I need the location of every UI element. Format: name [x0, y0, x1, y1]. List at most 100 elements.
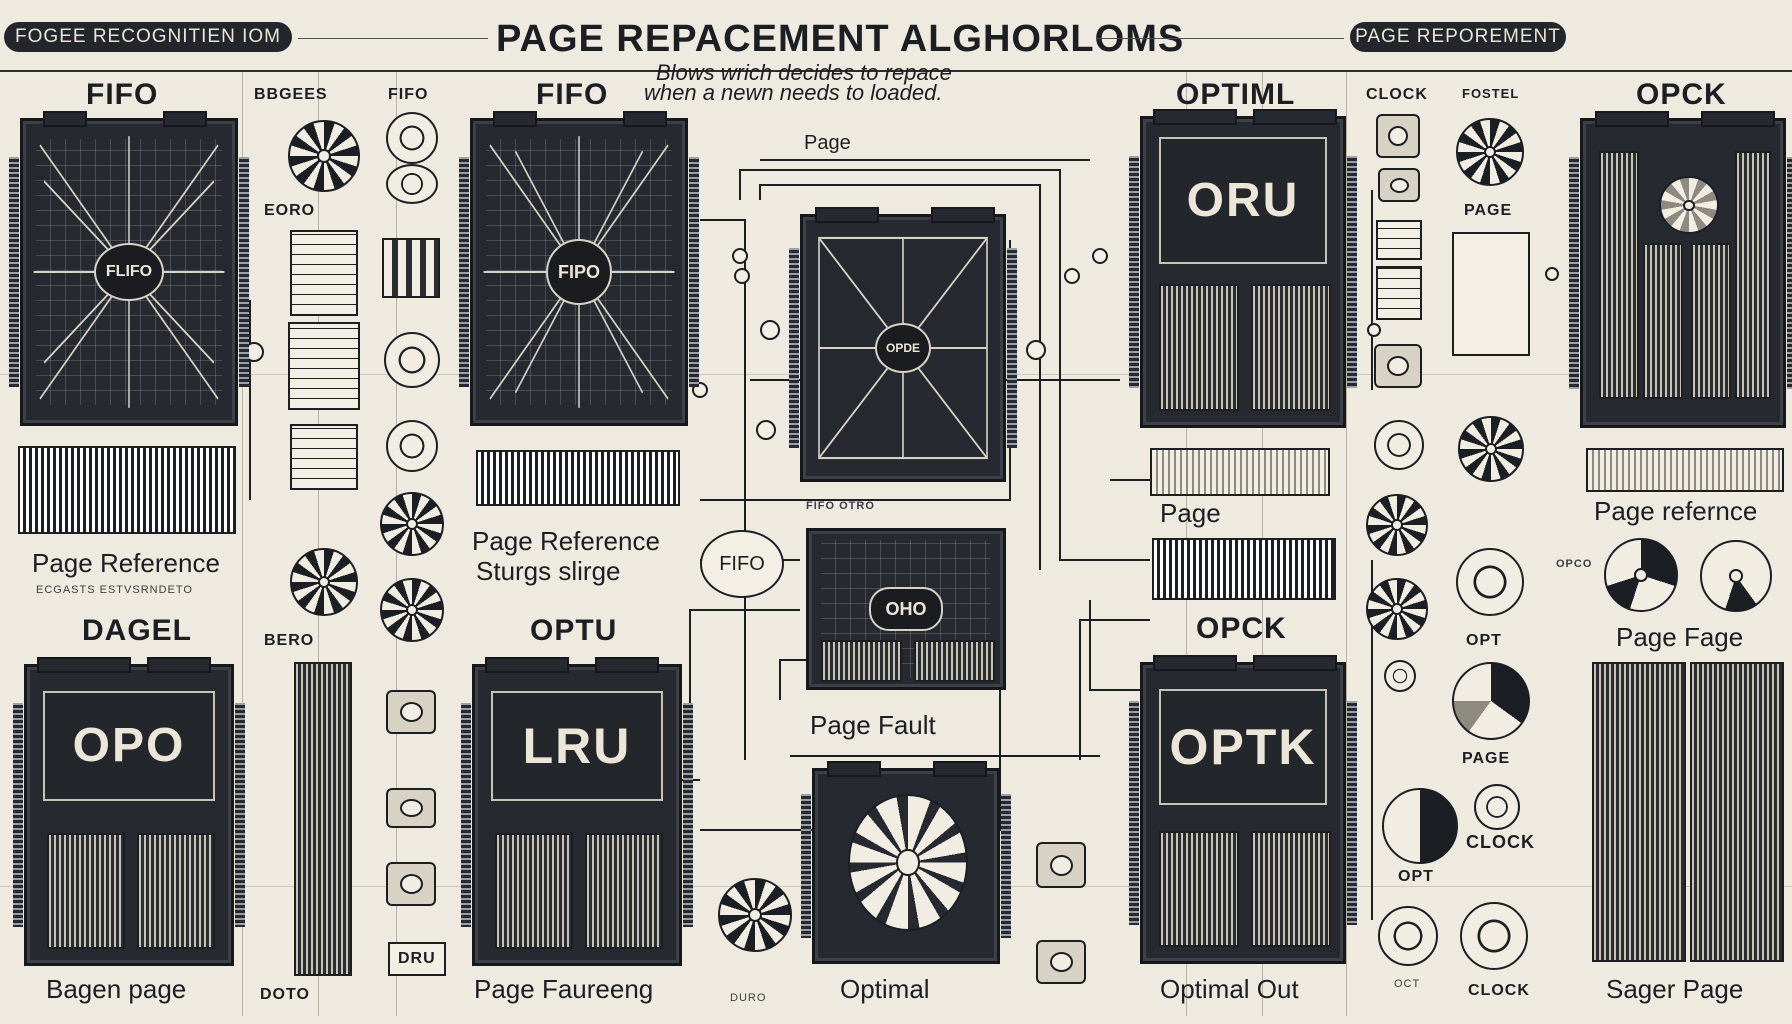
col6-screen-2: OPTK: [1159, 688, 1327, 806]
memory-module-center: OPDE: [789, 207, 1017, 482]
divider: [1346, 72, 1347, 1016]
page-fault-label: Page Fault: [810, 710, 936, 740]
memory-module-mini: OHO: [806, 528, 1006, 690]
fan-icon: [380, 492, 444, 556]
col1-title: FIFO: [86, 78, 159, 111]
col7-top-label: CLOCK: [1366, 86, 1428, 103]
switch-icon: [1376, 114, 1420, 158]
col6-title: OPTIML: [1176, 78, 1296, 111]
fan-icon: [288, 120, 360, 192]
divider: [318, 72, 319, 1016]
disk-icon: [1456, 548, 1524, 616]
fan-icon: [380, 578, 444, 642]
disk-icon: [386, 112, 438, 164]
optimal-label: Optimal: [840, 974, 930, 1004]
col6-title-2: OPCK: [1196, 612, 1287, 645]
fan-icon: [1604, 538, 1678, 612]
switch-icon: [1036, 842, 1086, 888]
col1-caption: Page Reference: [32, 548, 220, 578]
col9-small-label: OPCO: [1556, 558, 1593, 570]
disk-icon: [386, 164, 438, 204]
col3-bottom-label: DRU: [388, 942, 446, 976]
fan-icon: [1366, 578, 1428, 640]
page-strip: [1586, 448, 1784, 492]
col9-caption-3: Sager Page: [1606, 974, 1744, 1004]
page-strip: [1150, 448, 1330, 496]
col1-caption-small: ECGASTS ESTVSRNDETO: [36, 584, 193, 596]
center-mini-label: FIFO OTRO: [806, 500, 875, 512]
switch-icon: [1374, 344, 1422, 388]
disk-icon: [1474, 784, 1520, 830]
col1-screen: OPO: [43, 690, 215, 802]
col3-top-label: FIFO: [388, 86, 429, 103]
left-title-pill: FOGEE RECOGNITIEN IOM: [4, 22, 292, 52]
col7-oct-label: OCT: [1394, 978, 1421, 990]
col1-title-2: DAGEL: [82, 614, 192, 647]
fan-icon: [847, 793, 969, 931]
col8-opt-label: OPT: [1466, 632, 1502, 649]
col9-title: OPCK: [1636, 78, 1727, 111]
fan-icon: [718, 878, 792, 952]
col8-clock-label-2: CLOCK: [1468, 982, 1530, 999]
disk-icon: [386, 420, 438, 472]
page-reference-strip: [476, 450, 680, 506]
col4-title: FIFO: [536, 78, 609, 111]
header-rule-left: [298, 38, 488, 39]
col6-caption-2: Optimal Out: [1160, 974, 1299, 1004]
fan-icon: [1700, 540, 1772, 612]
subtitle-line-1: Blows wrich decides to repace: [656, 60, 952, 85]
center-page-label: Page: [804, 132, 851, 154]
col8-page-label: PAGE: [1464, 202, 1513, 219]
col2-top-label: BBGEES: [254, 86, 328, 103]
memory-module-optimal: [801, 761, 1011, 964]
memory-module-fifo-2: FIPO: [459, 111, 699, 426]
disk-icon: [1374, 420, 1424, 470]
switch-icon: [386, 690, 436, 734]
col2-bot-label: BERO: [264, 632, 315, 649]
page-table-icon: [1376, 220, 1422, 260]
disk-icon: [1460, 902, 1528, 970]
header-bar: [0, 0, 1792, 72]
page-table-icon: [288, 322, 360, 410]
page-frame-strip: [1690, 662, 1784, 962]
col4-title-2: OPTU: [530, 614, 618, 647]
memory-module-optk: OPTK: [1129, 655, 1357, 964]
pie-icon: [1452, 662, 1530, 740]
page-table-icon: [1376, 266, 1422, 320]
col9-caption-2: Page Fage: [1616, 622, 1744, 652]
divider: [242, 72, 243, 1016]
page-title: PAGE REPACEMENT ALGHORLOMS: [496, 18, 1185, 60]
switch-icon: [386, 862, 436, 906]
col4-caption-line-1: Page Reference: [472, 526, 660, 556]
switch-icon: [1036, 940, 1086, 984]
pie-icon: [1382, 788, 1458, 864]
disk-icon: [1384, 660, 1416, 692]
page-table-icon: [290, 230, 358, 316]
memory-module-fifo: FLIFO: [9, 111, 249, 426]
chip-label: FIPO: [546, 239, 612, 305]
center-small-text: DURO: [730, 992, 767, 1004]
col6-screen: ORU: [1159, 137, 1327, 264]
switch-icon: [386, 788, 436, 828]
col4-caption-2: Page Faureeng: [474, 974, 654, 1004]
page-reference-strip: [18, 446, 236, 534]
disk-icon: [1378, 906, 1438, 966]
fan-icon: [1366, 494, 1428, 556]
memory-module-lru: LRU: [461, 657, 693, 966]
col2-mid-label: EORO: [264, 202, 316, 219]
page-strip: [1152, 538, 1336, 600]
chip-label: OHO: [869, 587, 943, 631]
col8-top-label: FOSTEL: [1462, 86, 1520, 101]
col9-caption: Page refernce: [1594, 496, 1758, 526]
col2-bottom-label: DOTO: [260, 986, 310, 1003]
chip-label: OPDE: [875, 323, 931, 373]
disk-icon: [384, 332, 440, 388]
fan-icon: [1456, 118, 1524, 186]
fifo-node: FIFO: [700, 530, 784, 598]
page-frame-strip: [294, 662, 352, 976]
register-icon: [382, 238, 440, 298]
col4-caption-line-2: Sturgs slirge: [476, 556, 621, 586]
fan-icon: [290, 548, 358, 616]
chip-label: FLIFO: [94, 243, 164, 301]
col1-caption-2: Bagen page: [46, 974, 187, 1004]
